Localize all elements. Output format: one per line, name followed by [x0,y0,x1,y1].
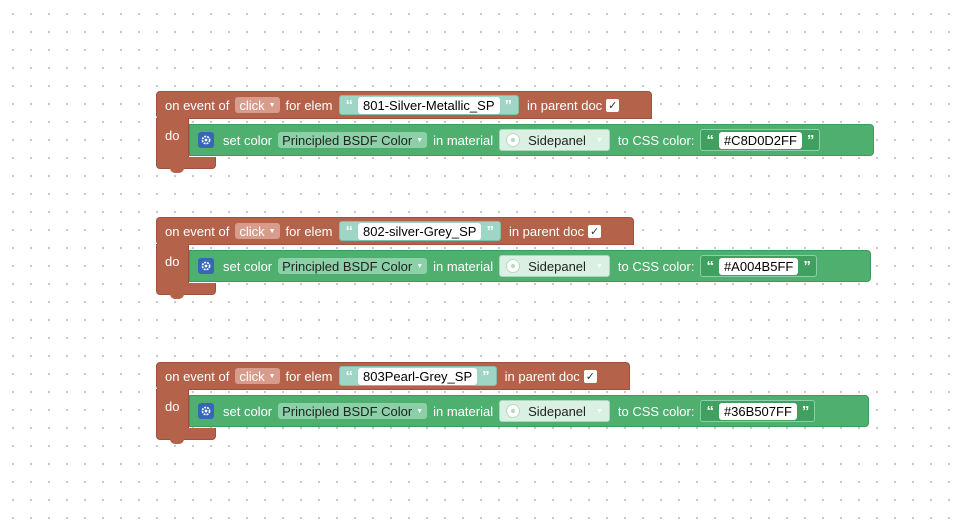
do-label: do [165,399,180,414]
element-text-field[interactable]: 803Pearl-Grey_SP [358,367,478,385]
chevron-down-icon: ▼ [595,136,603,144]
on-event-of-label: on event of [165,97,230,113]
open-quote-icon: “ [345,222,354,240]
in-parent-doc-label: in parent doc [527,97,603,113]
event-header[interactable]: on event of click ▼ for elem “ 803Pearl-… [156,362,630,390]
chevron-down-icon: ▼ [416,407,424,415]
for-elem-label: for elem [285,368,333,384]
css-color-field[interactable]: #A004B5FF [718,257,799,275]
on-event-of-label: on event of [165,223,230,239]
to-css-color-label: to CSS color: [617,403,695,419]
color-property-dropdown[interactable]: Principled BSDF Color ▼ [278,403,428,419]
set-color-label: set color [223,403,273,419]
open-quote-icon: “ [345,367,354,385]
chevron-down-icon: ▼ [595,262,603,270]
on-event-of-label: on event of [165,368,230,384]
color-property-value: Principled BSDF Color [282,403,413,419]
chevron-down-icon: ▼ [416,262,424,270]
event-header[interactable]: on event of click ▼ for elem “ 801-Silve… [156,91,652,119]
in-material-label: in material [433,258,494,274]
chevron-down-icon: ▼ [416,136,424,144]
set-color-block[interactable]: set color Principled BSDF Color ▼ in mat… [189,124,874,156]
element-text-block[interactable]: “ 802-silver-Grey_SP ” [338,221,501,241]
in-material-label: in material [433,403,494,419]
material-sphere-icon [506,133,521,147]
color-property-value: Principled BSDF Color [282,132,413,148]
event-spine [156,244,189,290]
material-value: Sidepanel [528,258,586,274]
open-quote-icon: “ [706,257,714,275]
element-text-field[interactable]: 801-Silver-Metallic_SP [358,96,500,114]
material-value: Sidepanel [528,132,586,148]
close-quote-icon: ” [482,367,490,385]
color-property-dropdown[interactable]: Principled BSDF Color ▼ [278,132,428,148]
gear-icon[interactable] [198,258,214,274]
event-spine [156,118,189,164]
gear-icon[interactable] [198,132,214,148]
in-parent-doc-label: in parent doc [504,368,580,384]
set-color-label: set color [223,258,273,274]
event-spine [156,389,189,435]
check-icon: ✓ [608,99,618,112]
to-css-color-label: to CSS color: [617,132,695,148]
for-elem-label: for elem [285,97,333,113]
event-dropdown[interactable]: click ▼ [235,368,280,384]
color-property-value: Principled BSDF Color [282,258,413,274]
set-color-block[interactable]: set color Principled BSDF Color ▼ in mat… [189,250,871,282]
css-color-field[interactable]: #C8D0D2FF [718,131,802,149]
set-color-block[interactable]: set color Principled BSDF Color ▼ in mat… [189,395,869,427]
element-text-block[interactable]: “ 801-Silver-Metallic_SP ” [338,95,520,115]
close-quote-icon: ” [803,257,811,275]
chevron-down-icon: ▼ [268,227,276,235]
material-sphere-icon [506,259,521,273]
material-block[interactable]: Sidepanel ▼ [499,129,610,151]
do-label: do [165,128,180,143]
open-quote-icon: “ [706,131,714,149]
material-block[interactable]: Sidepanel ▼ [499,400,610,422]
chevron-down-icon: ▼ [268,372,276,380]
in-parent-doc-checkbox[interactable]: ✓ [606,98,620,112]
do-label: do [165,254,180,269]
for-elem-label: for elem [285,223,333,239]
check-icon: ✓ [590,225,600,238]
in-parent-doc-label: in parent doc [508,223,585,239]
chevron-down-icon: ▼ [595,407,603,415]
color-property-dropdown[interactable]: Principled BSDF Color ▼ [278,258,428,274]
event-header[interactable]: on event of click ▼ for elem “ 802-silve… [156,217,634,245]
in-material-label: in material [433,132,494,148]
event-value: click [239,223,265,239]
event-footer [156,157,216,173]
material-value: Sidepanel [528,403,586,419]
check-icon: ✓ [585,370,595,383]
close-quote-icon: ” [486,222,494,240]
material-sphere-icon [506,404,521,418]
css-color-text-block[interactable]: “ #A004B5FF ” [700,255,817,277]
css-color-field[interactable]: #36B507FF [718,402,797,420]
event-value: click [239,368,265,384]
in-parent-doc-checkbox[interactable]: ✓ [588,224,602,238]
open-quote-icon: “ [345,96,354,114]
css-color-text-block[interactable]: “ #C8D0D2FF ” [700,129,821,151]
close-quote-icon: ” [504,96,513,114]
in-parent-doc-checkbox[interactable]: ✓ [583,369,597,383]
event-dropdown[interactable]: click ▼ [235,97,280,113]
chevron-down-icon: ▼ [268,101,276,109]
to-css-color-label: to CSS color: [617,258,695,274]
event-value: click [239,97,265,113]
close-quote-icon: ” [801,402,810,420]
open-quote-icon: “ [706,402,714,420]
element-text-field[interactable]: 802-silver-Grey_SP [358,222,482,240]
event-footer [156,428,216,444]
set-color-label: set color [223,132,273,148]
event-dropdown[interactable]: click ▼ [235,223,280,239]
material-block[interactable]: Sidepanel ▼ [499,255,610,277]
gear-icon[interactable] [198,403,214,419]
close-quote-icon: ” [806,131,815,149]
element-text-block[interactable]: “ 803Pearl-Grey_SP ” [338,366,497,386]
event-footer [156,283,216,299]
css-color-text-block[interactable]: “ #36B507FF ” [700,400,816,422]
